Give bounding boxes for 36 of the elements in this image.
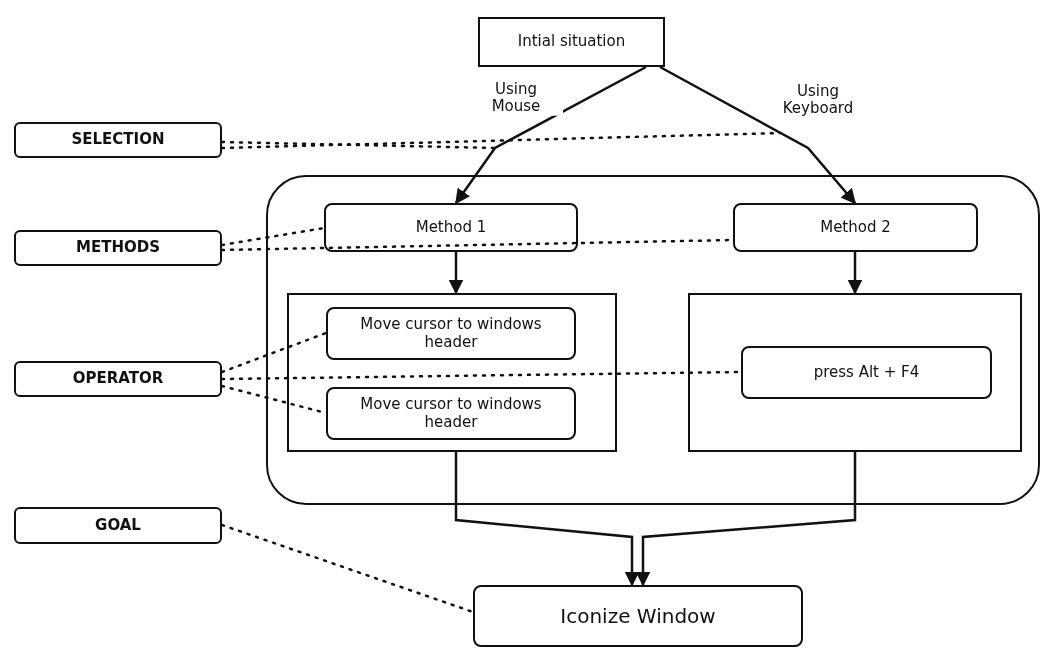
level-label-box — [14, 507, 222, 544]
leader-line — [220, 140, 497, 150]
leader-line — [220, 131, 782, 150]
node-text: Move cursor to windows header — [359, 316, 543, 351]
arrow — [454, 452, 640, 587]
process-box — [478, 17, 665, 67]
arrow — [847, 252, 863, 295]
node-text: Method 2 — [819, 218, 892, 237]
leader-line — [220, 523, 475, 614]
level-label-box — [14, 361, 222, 397]
arrow — [448, 252, 464, 295]
level-label-box — [14, 122, 222, 158]
node-text: Move cursor to windows header — [359, 396, 543, 431]
arrow — [455, 65, 647, 205]
node-text: Method 1 — [414, 218, 488, 237]
level-label: METHODS — [75, 239, 161, 257]
node-text: Iconize Window — [559, 604, 717, 628]
group-container — [266, 175, 1040, 505]
step-box — [326, 387, 576, 440]
level-label: SELECTION — [70, 131, 166, 149]
level-label: OPERATOR — [71, 370, 165, 388]
operator-panel — [287, 293, 617, 452]
leader-line — [220, 226, 326, 247]
node-text: press Alt + F4 — [812, 363, 921, 382]
method-box — [324, 203, 578, 252]
level-label-box — [14, 230, 222, 266]
arrow — [635, 452, 857, 587]
step-box — [741, 346, 992, 399]
method-box — [733, 203, 978, 252]
goal-box — [473, 585, 803, 647]
step-box — [326, 307, 576, 360]
node-text: Intial situation — [516, 33, 627, 51]
level-label: GOAL — [94, 516, 142, 535]
operator-panel — [688, 293, 1022, 452]
arrow — [659, 65, 856, 205]
leader-line — [220, 331, 328, 374]
